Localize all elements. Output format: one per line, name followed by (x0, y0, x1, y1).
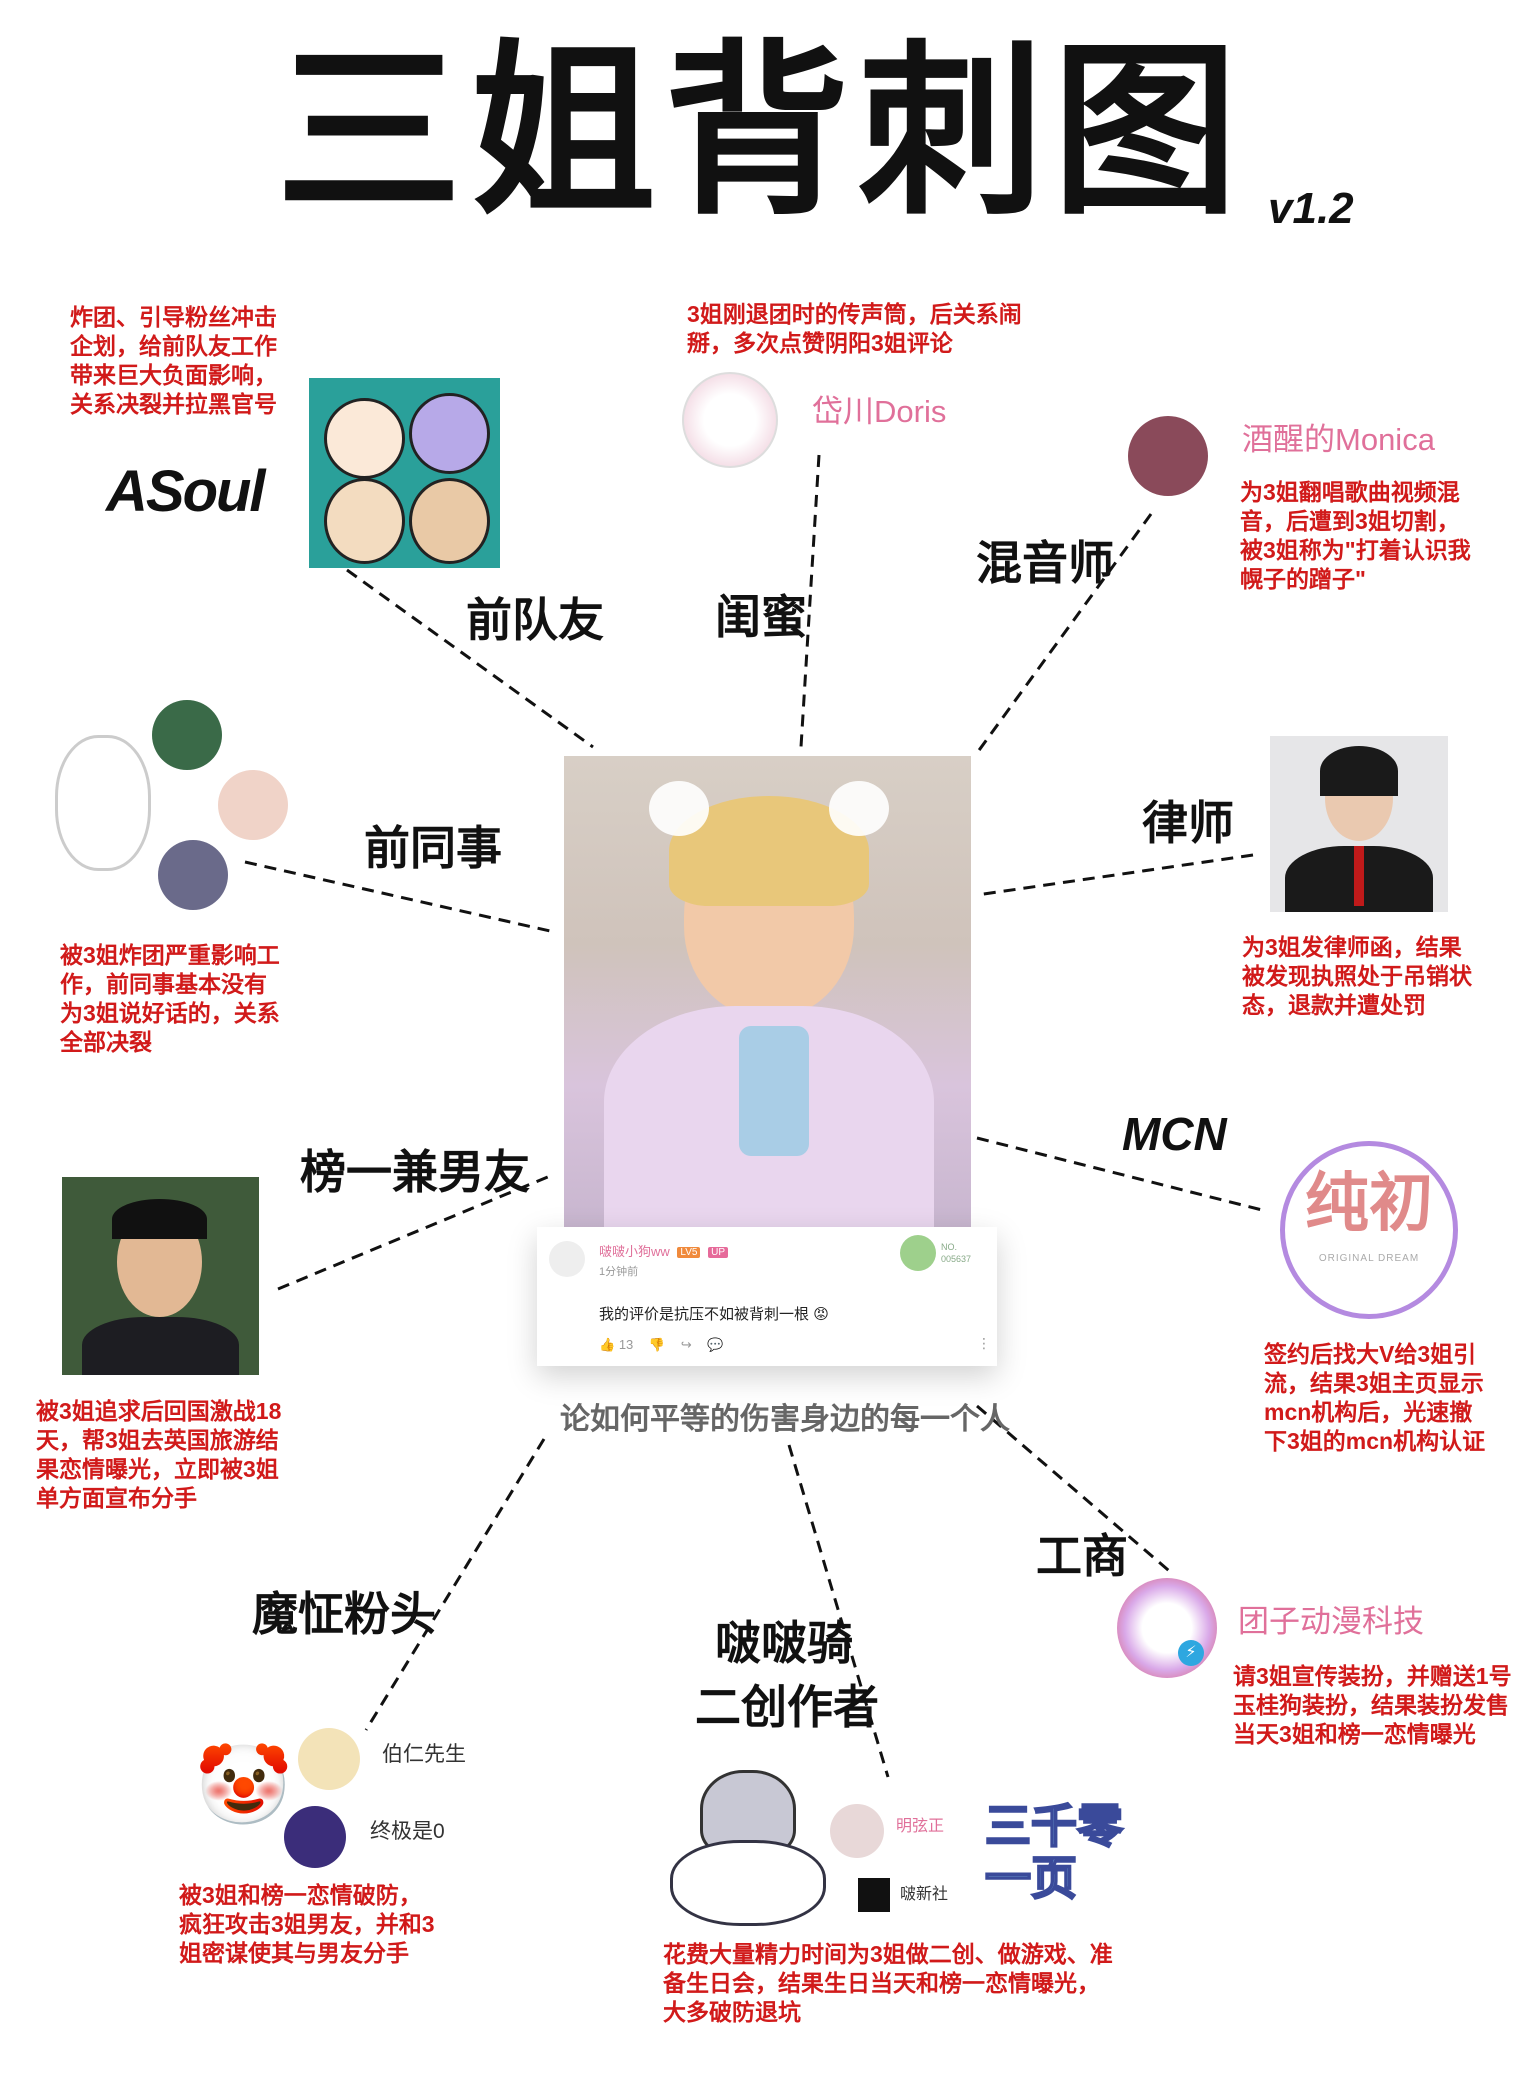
mixer-desc: 为3姐翻唱歌曲视频混音，后遭到3姐切割， 被3姐称为"打着认识我幌子的蹭子" (1240, 479, 1471, 592)
commenter-avatar (549, 1241, 585, 1277)
fan-no-label: NO. (941, 1242, 958, 1252)
center-caption: 论如何平等的伤害身边的每一个人 (560, 1403, 1010, 1436)
business-name: 团子动漫科技 (1238, 1604, 1424, 1639)
line-bestie (799, 454, 821, 748)
line-lawyer (976, 853, 1254, 897)
business-desc: 请3姐宣传装扮，并赠送1号玉桂狗装扮，结果装扮发售当天3姐和榜一恋情曝光 (1233, 1663, 1512, 1747)
line-boyfriend (277, 1174, 551, 1291)
comment-card: 啵啵小狗ww LV5 UP 1分钟前 NO. 005637 我的评价是抗压不如被… (537, 1227, 997, 1366)
line-obsessed-fans (364, 1438, 546, 1731)
line-former-colleagues (244, 860, 551, 933)
bestie-desc: 3姐刚退团时的传声筒，后关系闹掰，多次点赞阴阳3姐评论 (687, 301, 1022, 356)
up-badge: UP (708, 1247, 728, 1259)
mixer-name: 酒醒的Monica (1242, 422, 1435, 457)
level-badge: LV5 (677, 1247, 701, 1259)
line-former-teammates (346, 568, 594, 749)
line-business (976, 1404, 1175, 1577)
creators-desc: 花费大量精力时间为3姐做二创、做游戏、准备生日会，结果生日当天和榜一恋情曝光，大… (663, 1941, 1113, 2025)
comment-text: 我的评价是抗压不如被背刺一根 (599, 1306, 810, 1323)
label-business: 工商 (1036, 1530, 1128, 1582)
commenter-name[interactable]: 啵啵小狗ww (599, 1244, 670, 1259)
center-photo (564, 756, 971, 1227)
fan-name-2: 终极是0 (370, 1820, 445, 1843)
business-avatar (1117, 1578, 1217, 1678)
label-former-teammates: 前队友 (466, 594, 604, 646)
comment-time: 1分钟前 (599, 1266, 639, 1278)
lawyer-desc: 为3姐发律师函，结果被发现执照处于吊销状态，退款并遭处罚 (1242, 934, 1472, 1018)
dislike-icon[interactable]: 👎 (648, 1337, 666, 1352)
former-colleagues-desc: 被3姐炸团严重影响工作，前同事基本没有 为3姐说好话的，关系全部决裂 (60, 942, 280, 1055)
angry-emoji-icon: 😡 (813, 1306, 829, 1323)
bestie-name: 岱川Doris (812, 394, 947, 429)
version-label: v1.2 (1268, 184, 1354, 233)
label-mcn: MCN (1122, 1108, 1227, 1160)
mcn-logo: 纯初 ORIGINAL DREAM (1280, 1141, 1458, 1319)
label-obsessed-fans: 魔怔粉头 (252, 1588, 436, 1640)
creator-avatar-2 (858, 1878, 890, 1912)
boyfriend-photo (62, 1177, 259, 1375)
label-bestie: 闺蜜 (715, 591, 807, 643)
verified-icon: ⚡ (1178, 1640, 1204, 1666)
knight-mascot (665, 1770, 835, 1926)
share-icon[interactable]: ↪ (680, 1337, 692, 1352)
like-icon[interactable]: 👍 (599, 1337, 616, 1352)
label-mixer: 混音师 (976, 537, 1114, 589)
colleague-mascot (55, 735, 151, 871)
creator-avatar-1 (830, 1804, 884, 1858)
mixer-avatar (1128, 416, 1208, 496)
more-icon[interactable]: ⋮ (977, 1335, 991, 1351)
label-creators-1: 啵啵骑 (715, 1617, 853, 1669)
former-teammates-image (309, 378, 500, 568)
asoul-logo: ASoul (106, 459, 266, 524)
line-creators (787, 1444, 890, 1778)
bestie-avatar (682, 372, 778, 468)
sanqian-logo: 三千零一页 (984, 1799, 1124, 1905)
line-mixer (975, 513, 1153, 754)
creator-name-1: 明弦正 (896, 1818, 945, 1835)
colleague-avatar-2 (218, 770, 288, 840)
colleague-avatar-3 (158, 840, 228, 910)
page-title: 三姐背刺图 (276, 29, 1247, 236)
lawyer-photo (1270, 736, 1448, 912)
mcn-desc: 签约后找大V给3姐引流，结果3姐主页显示 mcn机构后，光速撤下3姐的mcn机构… (1264, 1341, 1486, 1454)
former-teammates-desc: 炸团、引导粉丝冲击企划，给前队友工作 带来巨大负面影响，关系决裂并拉黑官号 (70, 304, 277, 417)
colleague-avatar-1 (152, 700, 222, 770)
fan-no: 005637 (941, 1254, 972, 1264)
like-count: 13 (618, 1337, 634, 1352)
fan-name-1: 伯仁先生 (382, 1743, 466, 1766)
fan-avatar-1 (298, 1728, 360, 1790)
reply-icon[interactable]: 💬 (707, 1337, 724, 1352)
fan-badge-icon (900, 1235, 936, 1271)
label-former-colleagues: 前同事 (364, 822, 502, 874)
creator-name-2: 啵新社 (900, 1886, 949, 1903)
clown-emoji-icon: 🤡 (195, 1741, 293, 1829)
line-mcn (976, 1136, 1267, 1213)
fan-avatar-2 (284, 1806, 346, 1868)
label-creators-2: 二创作者 (695, 1681, 879, 1733)
label-boyfriend: 榜一兼男友 (300, 1146, 530, 1198)
label-lawyer: 律师 (1142, 797, 1234, 849)
